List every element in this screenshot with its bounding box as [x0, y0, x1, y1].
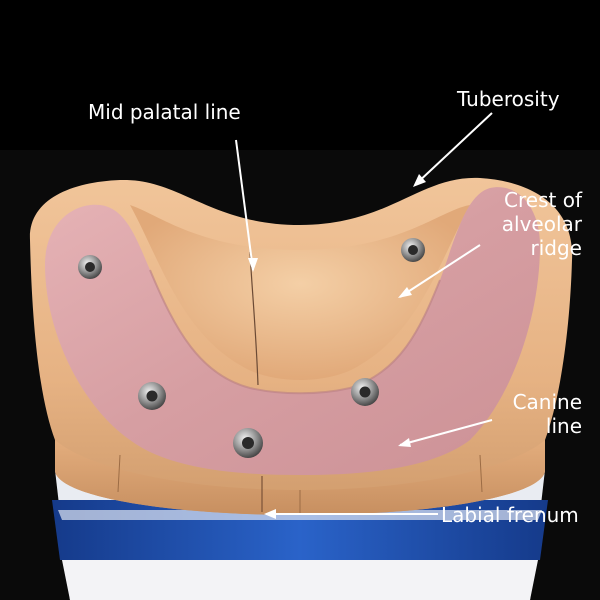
label-labial-frenum: Labial frenum — [441, 503, 579, 527]
implant-analog-3 — [138, 382, 166, 410]
label-crest-line-3: ridge — [530, 236, 582, 260]
implant-analog-1 — [78, 255, 102, 279]
implant-analog-4 — [351, 378, 379, 406]
label-canine-line-1: Canine — [512, 390, 582, 414]
gingiva-ridge — [45, 187, 540, 475]
label-tuberosity: Tuberosity — [457, 87, 560, 111]
model-rim-face — [55, 440, 545, 515]
pointer-mid-palatal — [235, 139, 254, 271]
label-canine-line-2: line — [545, 414, 582, 438]
pointer-arrowheads — [248, 174, 426, 519]
annotation-pointers — [235, 112, 493, 515]
label-canine-line: Canine line — [495, 390, 582, 438]
pointer-crest — [399, 244, 481, 298]
label-mid-palatal-line: Mid palatal line — [88, 100, 241, 124]
palate — [130, 205, 470, 380]
pointer-canine — [399, 419, 493, 446]
pointer-tuberosity — [414, 112, 493, 186]
label-crest-line-2: alveolar — [501, 212, 582, 236]
implant-analog-2 — [401, 238, 425, 262]
implant-analog-5 — [233, 428, 263, 458]
label-crest-line-1: Crest of — [504, 188, 582, 212]
label-crest-of-alveolar-ridge: Crest of alveolar ridge — [470, 188, 582, 260]
